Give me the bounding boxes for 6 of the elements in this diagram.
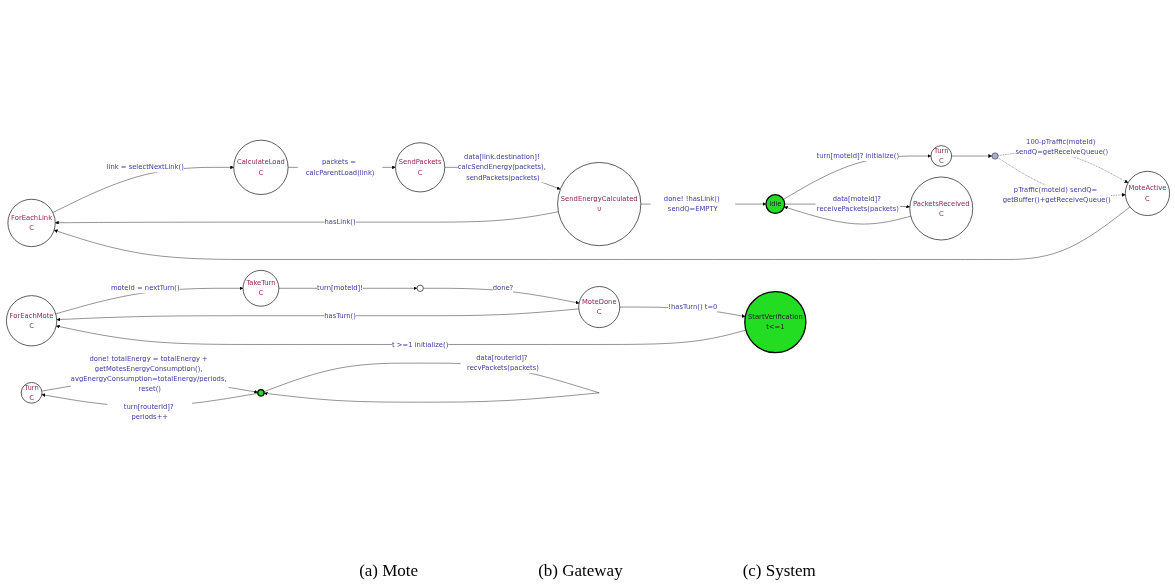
panel-caption: (c) System [742,561,816,581]
node-circle [991,153,998,160]
panel-caption: (a) Mote [359,561,419,581]
panel-caption: (b) Gateway [538,561,623,581]
node-circle [256,389,265,398]
node-circle [416,285,424,293]
